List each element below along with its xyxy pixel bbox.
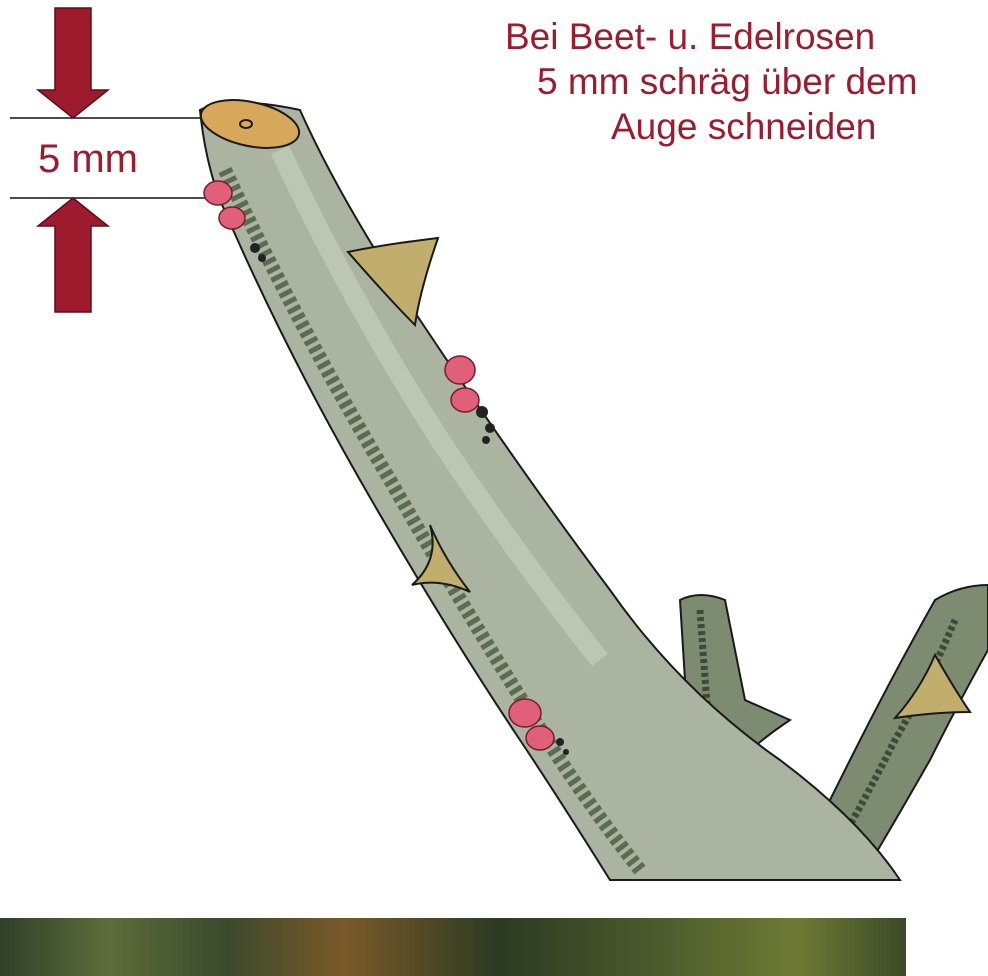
pruning-instruction: Bei Beet- u. Edelrosen 5 mm schräg über … xyxy=(505,14,988,149)
main-stem xyxy=(200,103,900,881)
instruction-line-3: Auge schneiden xyxy=(505,104,988,149)
up-arrow-icon xyxy=(38,198,108,312)
instruction-line-1: Bei Beet- u. Edelrosen xyxy=(505,14,988,59)
photo-strip xyxy=(0,918,906,976)
down-arrow-icon xyxy=(38,8,108,118)
instruction-line-2: 5 mm schräg über dem xyxy=(505,59,988,104)
measurement-label: 5 mm xyxy=(38,135,138,183)
